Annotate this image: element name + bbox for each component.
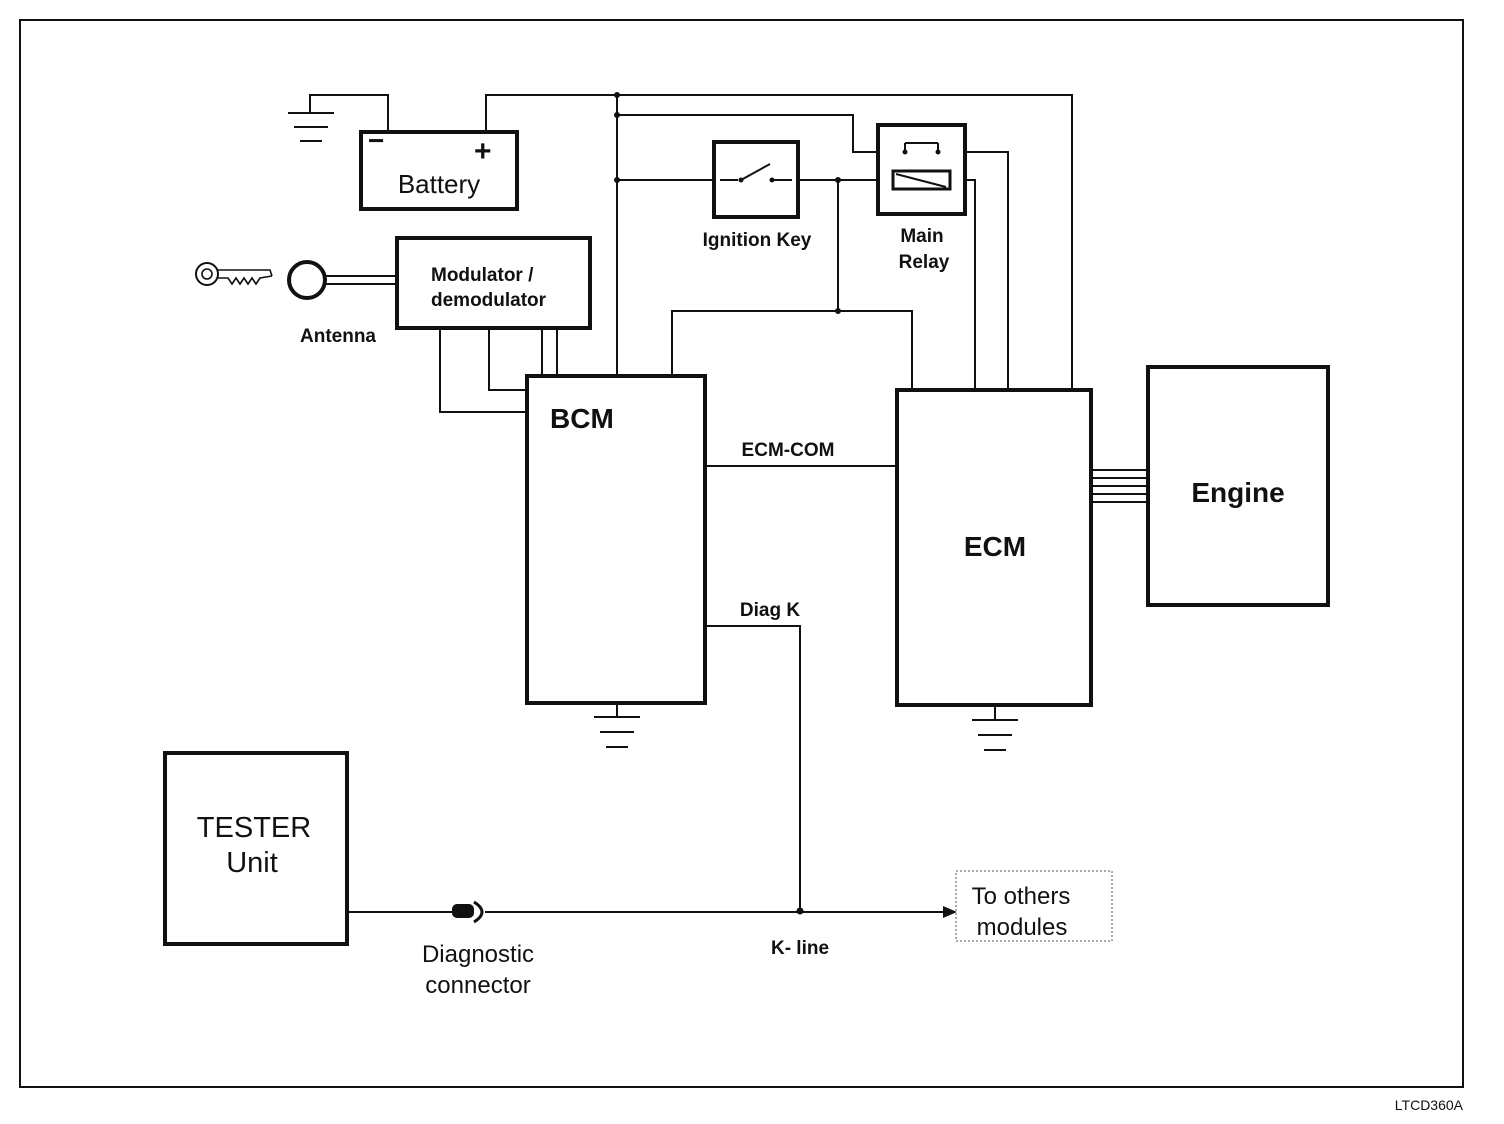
modulator-label-line2: demodulator (431, 290, 547, 311)
bcm-box: BCM (525, 374, 707, 705)
ecm-engine-bus (1091, 469, 1148, 503)
diag-k-line (705, 625, 801, 911)
main-relay-label-line2: Relay (899, 252, 950, 273)
modulator-label-line1: Modulator / (431, 265, 534, 286)
antenna (287, 260, 327, 300)
other-modules-label-line2: modules (977, 914, 1068, 941)
ecm-ground-icon (972, 705, 1018, 751)
battery-label: Battery (398, 169, 480, 199)
diagnostic-connector-label-line2: connector (425, 972, 530, 999)
ignition-key-switch (712, 140, 800, 219)
power-junction-dots (614, 92, 841, 915)
ground-icon (288, 112, 334, 142)
tester-label-line1: TESTER (197, 812, 311, 844)
battery: − + Battery (359, 125, 519, 211)
diagram-frame (19, 19, 1464, 1088)
engine-label: Engine (1191, 477, 1284, 508)
k-line-bus (347, 906, 957, 918)
ecm-label: ECM (964, 531, 1026, 562)
other-modules-label-line1: To others (972, 883, 1071, 910)
diag-k-label: Diag K (740, 600, 800, 621)
ecm-com-label: ECM-COM (742, 440, 835, 461)
tester-label-line2: Unit (226, 847, 278, 879)
engine-box: Engine (1146, 365, 1330, 607)
antenna-cable (325, 275, 397, 285)
diagnostic-connector-label-line1: Diagnostic (422, 941, 534, 968)
ignition-key-label: Ignition Key (703, 230, 812, 251)
k-line-label: K- line (771, 938, 829, 959)
diagnostic-connector-icon (452, 900, 484, 924)
other-modules-box: To others modules (955, 870, 1113, 942)
bcm-ground-icon (594, 703, 640, 748)
main-relay (876, 123, 967, 216)
main-relay-label-line1: Main (900, 226, 943, 247)
ecm-box: ECM (895, 388, 1093, 707)
key-icon (195, 262, 273, 286)
modulator-demodulator: Modulator / demodulator (395, 236, 592, 330)
battery-plus: + (474, 135, 492, 168)
modulator-bcm-wires (439, 328, 558, 413)
bcm-label: BCM (550, 403, 614, 434)
figure-code: LTCD360A (1395, 1097, 1464, 1113)
tester-unit-box: TESTER Unit (163, 751, 349, 946)
battery-minus: − (368, 125, 384, 156)
antenna-label: Antenna (300, 326, 376, 347)
